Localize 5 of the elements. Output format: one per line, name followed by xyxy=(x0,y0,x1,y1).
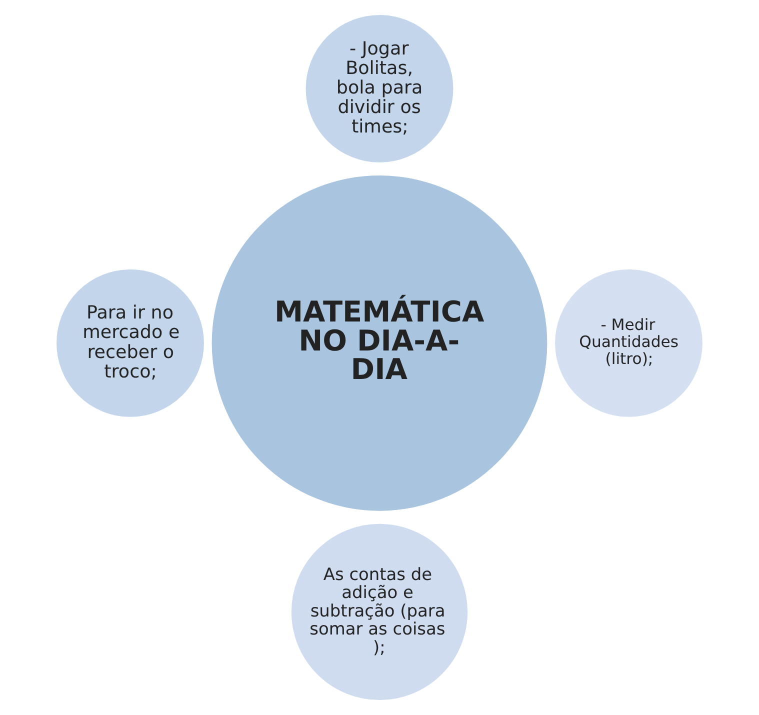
node-circle: - Jogar Bolitas, bola para dividir os times; xyxy=(303,12,456,166)
node-circle: MATEMÁTICA NO DIA-A-DIA xyxy=(209,172,550,514)
node-circle: Para ir no mercado e receber o troco; xyxy=(54,266,207,420)
node-circle: - Medir Quantidades (litro); xyxy=(552,266,706,420)
node-circle: As contas de adição e subtração (para somar as coisas ); xyxy=(288,521,470,703)
